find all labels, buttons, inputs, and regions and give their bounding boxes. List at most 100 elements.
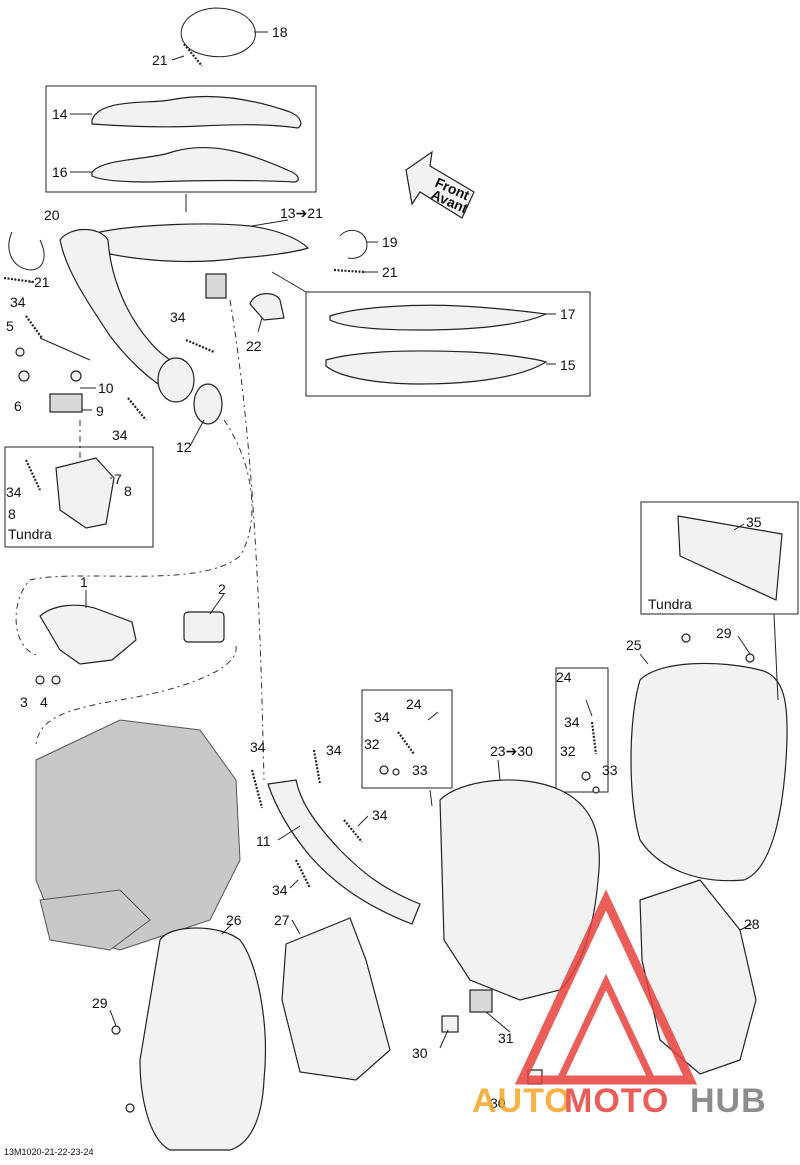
callout-26: 26 (226, 912, 242, 928)
callout-34-f: 34 (326, 742, 342, 758)
callout-5: 5 (6, 318, 14, 334)
callout-34-d: 34 (6, 484, 22, 500)
box-heat-shields-lower (305, 291, 591, 397)
muffler-13 (99, 223, 310, 263)
heat-shield-17 (329, 304, 549, 331)
spring-34-d (25, 459, 41, 491)
spring-21-top (183, 43, 203, 67)
callout-34-e: 34 (250, 739, 266, 755)
watermark-triangle-icon (514, 889, 698, 1085)
callout-20: 20 (44, 207, 60, 223)
fastener-29-b (125, 1103, 135, 1113)
screw-5 (15, 347, 25, 357)
callout-33-right: 33 (602, 762, 618, 778)
plate-27 (281, 917, 391, 1081)
heat-shield-26 (139, 927, 267, 1151)
spring-34-f (312, 749, 322, 785)
assembly-line-muffler (229, 299, 265, 781)
fastener-29-d (745, 653, 755, 663)
clip-24-right (585, 699, 593, 717)
spring-34-g (343, 819, 363, 843)
callout-34-g: 34 (372, 807, 388, 823)
variant-label-tundra-right: Tundra (648, 596, 692, 612)
callout-14: 14 (52, 106, 68, 122)
part-32-left (379, 765, 389, 775)
part-32-right (581, 771, 591, 781)
spring-34-a (25, 315, 43, 339)
document-id: 13M1020-21-22-23-24 (4, 1147, 94, 1157)
callout-12: 12 (176, 439, 192, 455)
assembly-line-gasket (15, 419, 253, 657)
screw-10 (70, 370, 82, 382)
callout-34-j: 34 (564, 714, 580, 730)
callout-34-b: 34 (170, 309, 186, 325)
spring-34-j (590, 721, 598, 755)
gasket-2 (183, 611, 225, 643)
box-tundra-bracket (4, 446, 154, 548)
clip-24-left (427, 711, 439, 721)
callout-18: 18 (272, 24, 288, 40)
callout-21-right: 21 (382, 264, 398, 280)
screw-3 (35, 675, 45, 685)
tundra-bracket-7 (55, 457, 115, 529)
box-tundra-plate (640, 501, 799, 615)
spring-34-i (397, 731, 415, 755)
spring-21-right (333, 268, 365, 274)
callout-10: 10 (98, 380, 114, 396)
spring-34-b (185, 338, 215, 354)
spring-21-left (3, 276, 35, 284)
callout-4: 4 (40, 694, 48, 710)
callout-21-left: 21 (34, 274, 50, 290)
callout-21-top: 21 (152, 52, 168, 68)
fastener-29-c (681, 633, 691, 643)
watermark-word-moto: MOTO (564, 1082, 669, 1120)
pipe-outlet-ring (157, 357, 195, 403)
pipe-11 (267, 779, 421, 925)
callout-29-left: 29 (92, 995, 108, 1011)
connector-31 (469, 989, 493, 1013)
grommet-30-left (441, 1015, 459, 1033)
ring-20 (8, 231, 45, 271)
nut-6 (18, 370, 30, 382)
front-arrow-icon (405, 150, 475, 219)
ring-clamp-18 (180, 7, 256, 58)
cover-25 (630, 662, 788, 882)
heat-shield-15 (325, 350, 548, 385)
heat-shield-16 (91, 146, 299, 183)
variant-label-tundra-left: Tundra (8, 526, 52, 542)
plate-35 (677, 515, 783, 601)
callout-7: 7 (114, 471, 122, 487)
callout-13: 13➔21 (280, 205, 323, 221)
callout-19: 19 (382, 234, 398, 250)
callout-34-c: 34 (112, 427, 128, 443)
spring-34-h (295, 859, 311, 889)
callout-6: 6 (14, 398, 22, 414)
gasket-12 (193, 383, 223, 425)
watermark-logo: AUTO MOTO HUB (472, 889, 766, 1120)
callout-28: 28 (744, 916, 760, 932)
callout-32-right: 32 (560, 743, 576, 759)
callout-24-right: 24 (556, 669, 572, 685)
callout-17: 17 (560, 306, 576, 322)
callout-8-left: 8 (8, 506, 16, 522)
callout-32-left: 32 (364, 736, 380, 752)
callout-29-top: 29 (716, 625, 732, 641)
callout-16: 16 (52, 164, 68, 180)
exhaust-manifold-1 (39, 604, 137, 665)
bracket-9 (49, 393, 83, 413)
callout-22: 22 (246, 338, 262, 354)
callout-27: 27 (274, 912, 290, 928)
callout-34-a: 34 (10, 294, 26, 310)
heat-shield-14 (91, 95, 302, 129)
ring-19 (339, 230, 368, 259)
callout-34-h: 34 (272, 882, 288, 898)
callout-24-left: 24 (406, 696, 422, 712)
callout-23: 23➔30 (490, 743, 533, 759)
fastener-29-a (111, 1025, 121, 1035)
callout-8-right: 8 (124, 483, 132, 499)
washer-4 (51, 675, 61, 685)
callout-35: 35 (746, 514, 762, 530)
plate-28 (639, 879, 757, 1075)
